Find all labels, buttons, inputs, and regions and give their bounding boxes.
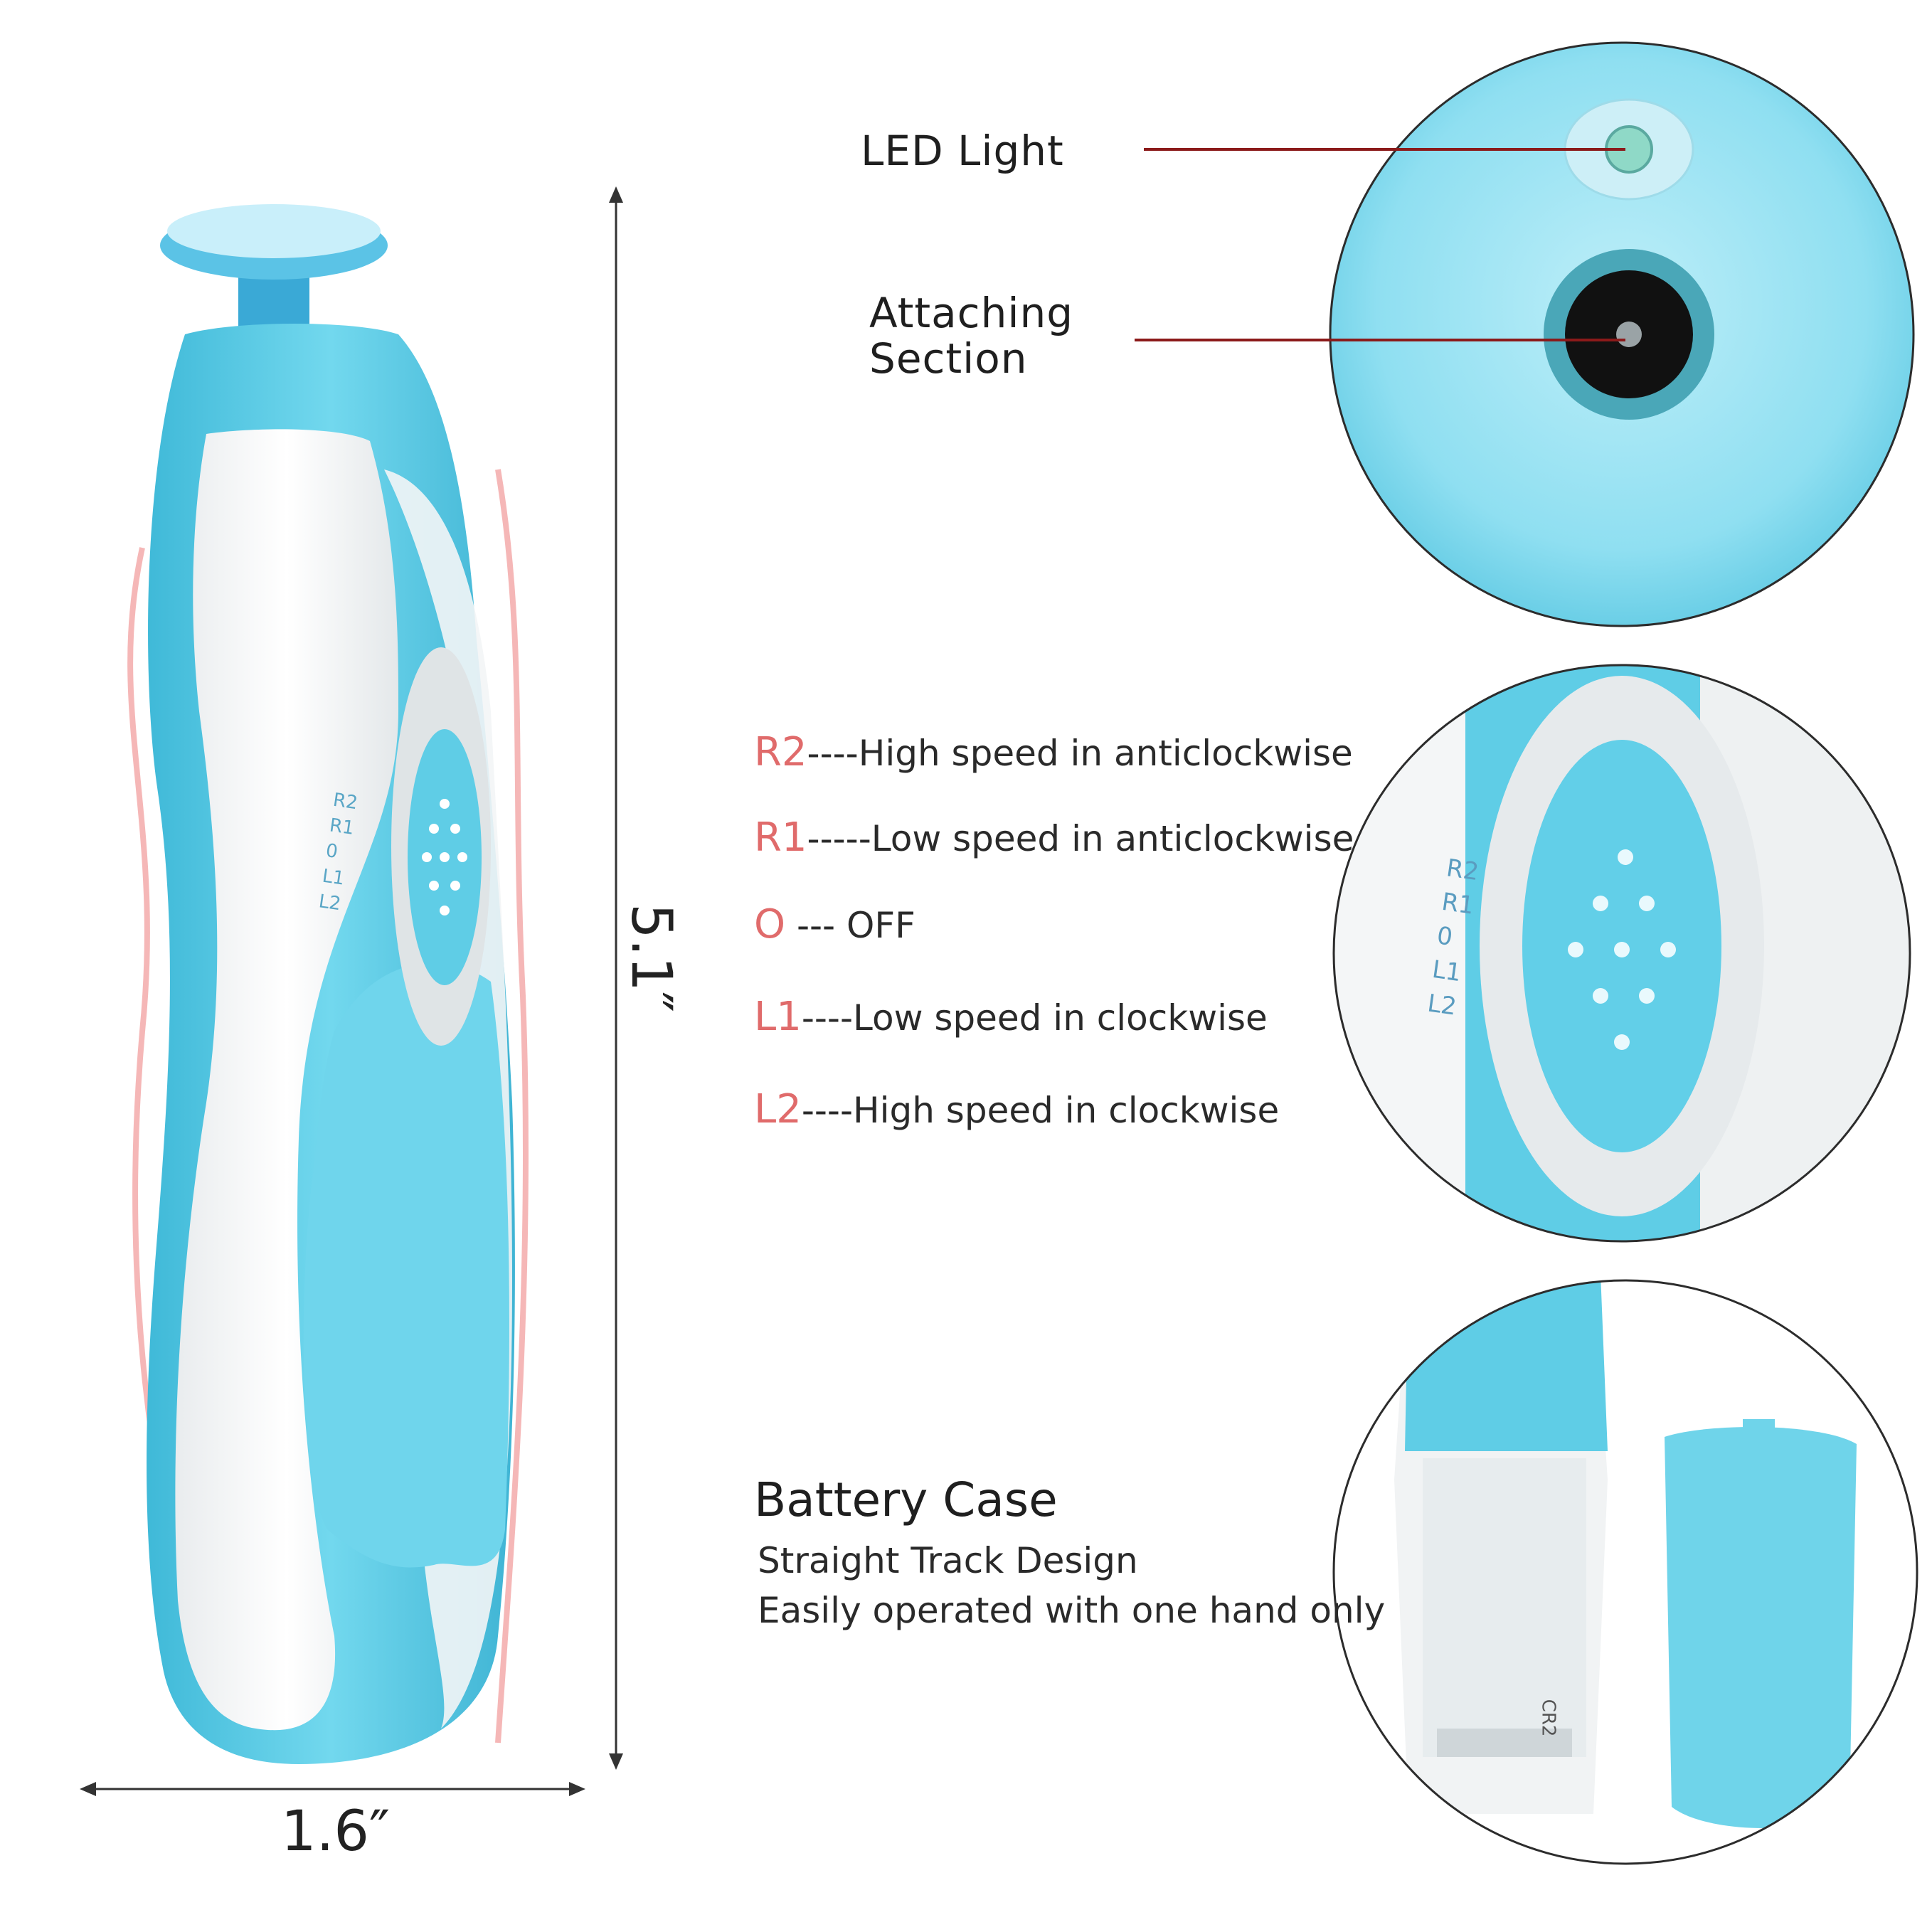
attach-shaft-icon bbox=[1616, 322, 1642, 347]
detail-circle-battery bbox=[1332, 1279, 1918, 1865]
mode-code: O bbox=[754, 901, 786, 948]
led-light-label: LED Light bbox=[861, 127, 1064, 175]
device-front-white bbox=[175, 429, 399, 1731]
height-dimension-label: 5.1″ bbox=[619, 903, 683, 1013]
mode-desc: Low speed in anticlockwise bbox=[871, 818, 1354, 859]
mode-desc: OFF bbox=[846, 905, 915, 946]
mode-row-r2: R2----High speed in anticlockwise bbox=[754, 731, 1353, 775]
motion-line-right bbox=[495, 469, 529, 1743]
mode-sep: ----- bbox=[807, 818, 871, 859]
detail-circle-led bbox=[1329, 41, 1915, 627]
mode-sep: --- bbox=[785, 905, 846, 946]
device-grip bbox=[303, 962, 509, 1568]
detail-label-l2: L2 bbox=[1426, 989, 1458, 1021]
mode-row-off: O --- OFF bbox=[754, 903, 915, 947]
attaching-label-line2: Section bbox=[869, 334, 1028, 383]
mode-desc: High speed in anticlockwise bbox=[858, 733, 1353, 774]
mode-sep: ---- bbox=[801, 997, 853, 1039]
mode-row-l2: L2----High speed in clockwise bbox=[754, 1088, 1279, 1132]
mode-code: L1 bbox=[754, 994, 802, 1040]
battery-feature-1: Straight Track Design bbox=[758, 1540, 1138, 1581]
mode-row-l1: L1----Low speed in clockwise bbox=[754, 996, 1268, 1039]
attaching-label-line1: Attaching bbox=[869, 289, 1074, 337]
battery-feature-2: Easily operated with one hand only bbox=[758, 1590, 1386, 1631]
battery-case-title: Battery Case bbox=[754, 1472, 1058, 1527]
mode-row-r1: R1-----Low speed in anticlockwise bbox=[754, 817, 1354, 860]
battery-mark-cr2: CR2 bbox=[1537, 1699, 1559, 1737]
detail-circle-switch bbox=[1332, 664, 1911, 1243]
mode-code: L2 bbox=[754, 1086, 802, 1132]
width-dimension-label: 1.6″ bbox=[281, 1800, 391, 1864]
mode-code: R2 bbox=[754, 729, 807, 775]
mode-desc: Low speed in clockwise bbox=[853, 997, 1268, 1039]
mode-sep: ---- bbox=[807, 733, 859, 774]
mode-desc: High speed in clockwise bbox=[853, 1090, 1280, 1131]
mode-sep: ---- bbox=[801, 1090, 853, 1131]
mode-code: R1 bbox=[754, 814, 807, 861]
